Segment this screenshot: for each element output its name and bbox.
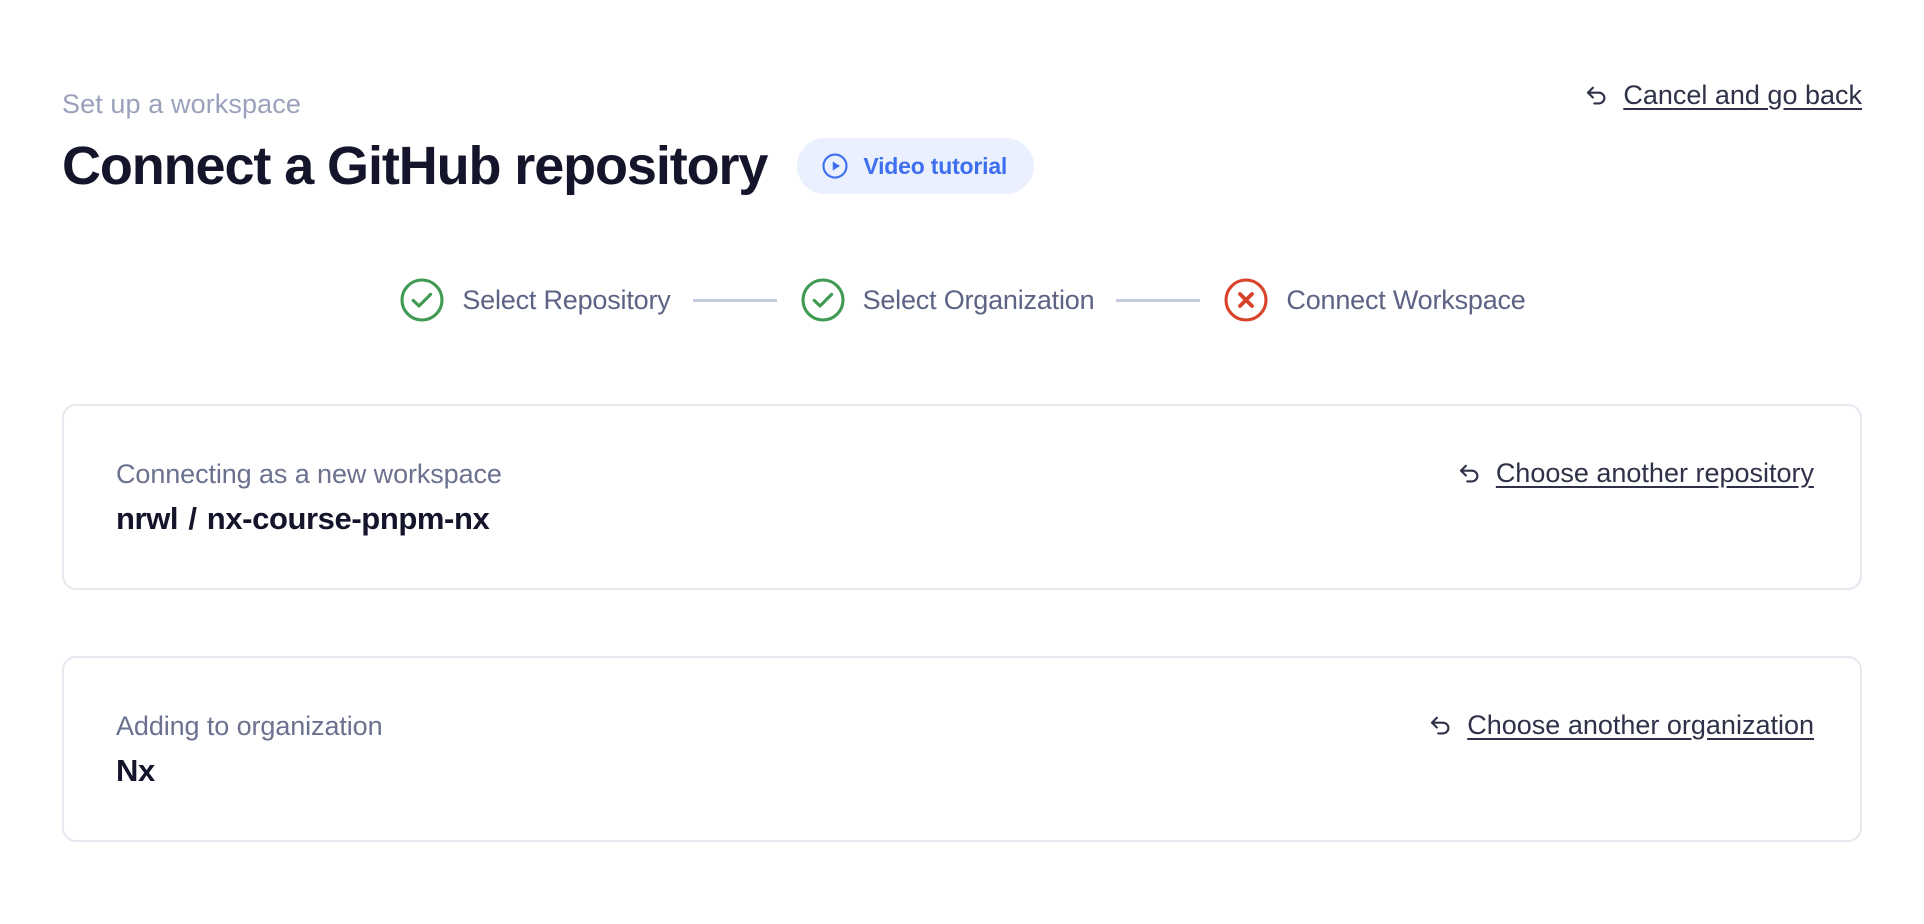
progress-stepper: Select Repository Select Organization Co… <box>62 276 1862 324</box>
repository-card-caption: Connecting as a new workspace <box>116 459 502 489</box>
check-circle-icon <box>398 276 446 324</box>
choose-another-repository-label: Choose another repository <box>1495 458 1814 488</box>
cancel-and-go-back-label: Cancel and go back <box>1623 80 1862 110</box>
title-row: Connect a GitHub repository Video tutori… <box>62 134 1862 198</box>
page-title: Connect a GitHub repository <box>62 136 768 196</box>
choose-another-organization-label: Choose another organization <box>1467 710 1814 740</box>
repository-card-value: nrwl / nx-course-pnpm-nx <box>116 500 1816 538</box>
arrow-uturn-left-icon <box>1581 80 1611 110</box>
step-select-organization[interactable]: Select Organization <box>799 276 1095 324</box>
arrow-uturn-left-icon <box>1454 458 1484 488</box>
repository-name: nx-course-pnpm-nx <box>206 501 490 536</box>
step-connector-1 <box>692 298 777 302</box>
repository-separator: / <box>188 501 197 536</box>
organization-card: Adding to organization Nx Choose another… <box>62 656 1862 842</box>
step-label-connect-workspace: Connect Workspace <box>1286 285 1526 315</box>
video-tutorial-button[interactable]: Video tutorial <box>797 138 1035 194</box>
step-connector-2 <box>1116 298 1201 302</box>
organization-card-caption: Adding to organization <box>116 711 383 741</box>
play-circle-icon <box>820 151 850 181</box>
repository-card: Connecting as a new workspace nrwl / nx-… <box>62 404 1862 590</box>
breadcrumb-eyebrow: Set up a workspace <box>62 89 301 119</box>
step-label-select-repository: Select Repository <box>462 285 671 315</box>
check-circle-icon <box>799 276 847 324</box>
organization-card-value: Nx <box>116 753 155 788</box>
page-header: Set up a workspace Connect a GitHub repo… <box>62 0 1862 198</box>
step-select-repository[interactable]: Select Repository <box>398 276 671 324</box>
choose-another-organization-link[interactable]: Choose another organization <box>1425 708 1814 742</box>
step-label-select-organization: Select Organization <box>862 285 1095 315</box>
video-tutorial-label: Video tutorial <box>863 152 1008 179</box>
cancel-and-go-back-link[interactable]: Cancel and go back <box>1581 78 1862 112</box>
x-circle-icon <box>1222 276 1270 324</box>
step-connect-workspace[interactable]: Connect Workspace <box>1222 276 1526 324</box>
choose-another-repository-link[interactable]: Choose another repository <box>1454 456 1814 490</box>
repository-owner: nrwl <box>116 501 179 536</box>
arrow-uturn-left-icon <box>1425 710 1455 740</box>
